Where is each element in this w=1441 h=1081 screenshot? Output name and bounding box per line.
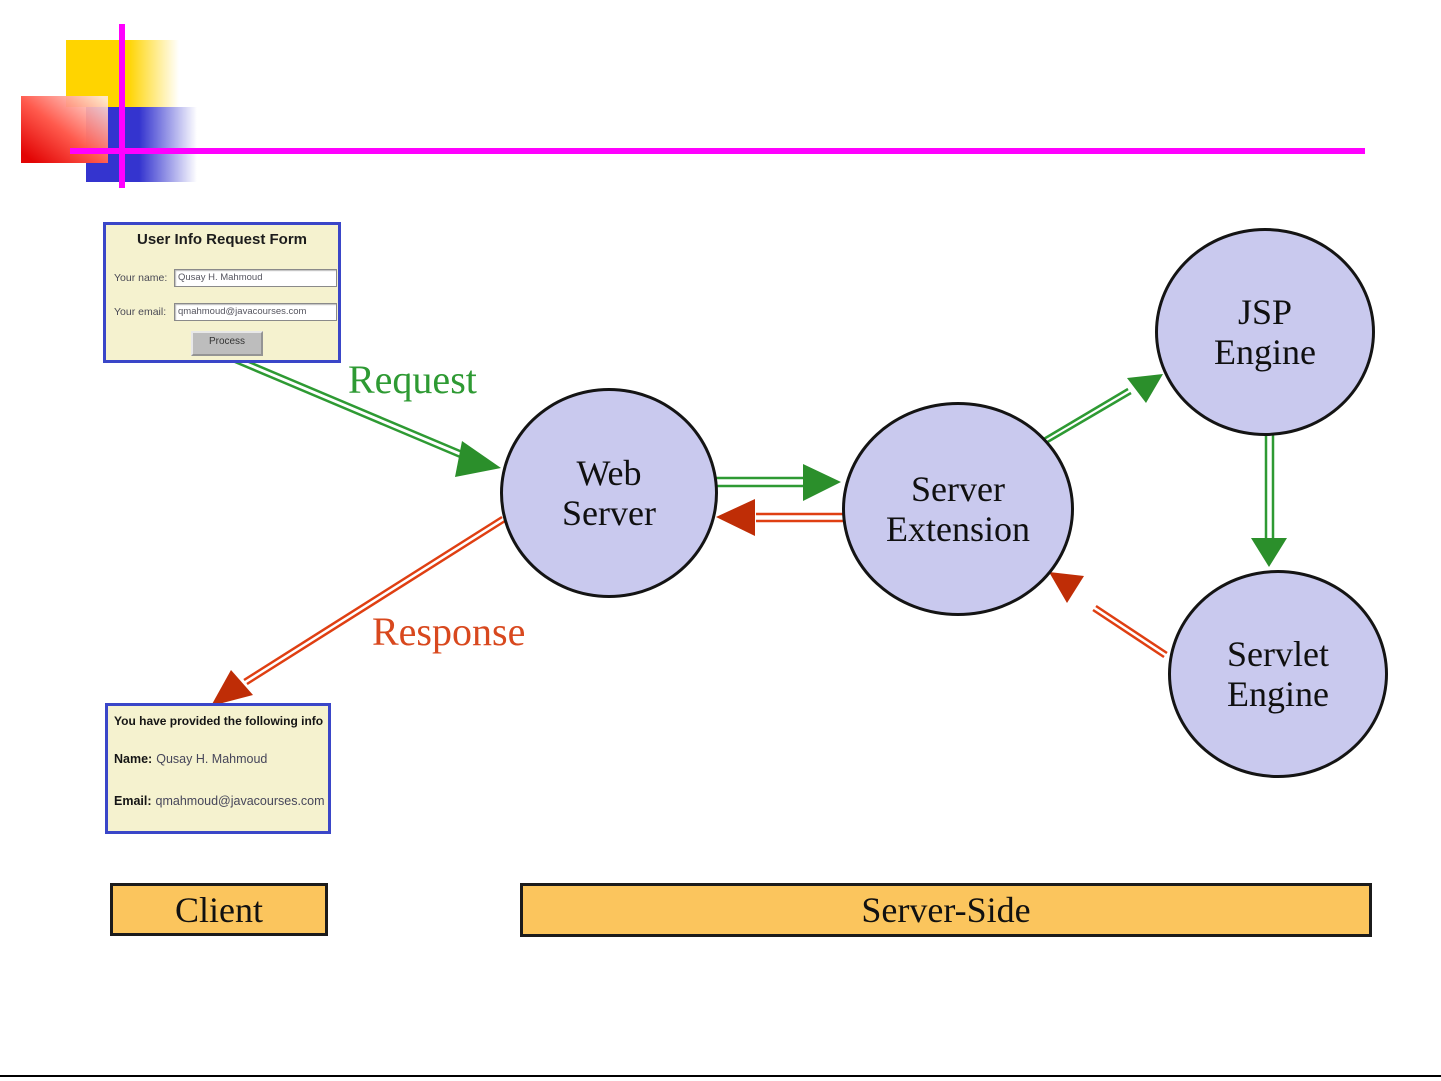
- form-title: User Info Request Form: [136, 231, 308, 248]
- node-jsp-engine-label: JSP Engine: [1214, 291, 1316, 372]
- extension-to-jsp-arrow-icon: [1036, 374, 1163, 449]
- response-name-value: Qusay H. Mahmoud: [156, 752, 268, 766]
- server-side-zone-label: Server-Side: [861, 890, 1031, 930]
- node-web-server-label: Web Server: [562, 452, 656, 533]
- response-email-value: qmahmoud@javacourses.com: [155, 794, 325, 808]
- name-field-label: Your name:: [114, 272, 168, 284]
- node-server-extension-label: Server Extension: [886, 468, 1030, 549]
- jsp-to-servlet-arrow-icon: [1251, 433, 1287, 567]
- response-email-row: Email:qmahmoud@javacourses.com: [114, 794, 325, 808]
- email-field-label: Your email:: [114, 306, 167, 318]
- response-email-label: Email:: [114, 794, 152, 808]
- client-zone-label: Client: [175, 889, 263, 930]
- email-field-input: qmahmoud@javacourses.com: [174, 303, 337, 321]
- node-jsp-engine: JSP Engine: [1155, 228, 1375, 436]
- webserver-to-extension-arrow-icon: [712, 464, 841, 501]
- bottom-divider-line: [0, 1075, 1441, 1077]
- request-label: Request: [348, 357, 477, 402]
- node-servlet-engine-label: Servlet Engine: [1227, 633, 1329, 714]
- response-name-label: Name:: [114, 752, 153, 766]
- response-page: You have provided the following info Nam…: [105, 703, 331, 834]
- decor-magenta-vertical-line: [119, 24, 125, 188]
- servlet-to-extension-arrow-icon: [1049, 572, 1168, 659]
- node-web-server: Web Server: [500, 388, 718, 598]
- response-arrow-icon: [211, 515, 506, 706]
- response-label: Response: [372, 609, 526, 654]
- node-server-extension: Server Extension: [842, 402, 1074, 616]
- node-servlet-engine: Servlet Engine: [1168, 570, 1388, 778]
- client-zone-bar: Client: [110, 883, 328, 936]
- extension-to-webserver-arrow-icon: [716, 499, 845, 536]
- user-info-request-form: User Info Request Form Your name: Qusay …: [103, 222, 341, 363]
- request-arrow-icon: [227, 352, 501, 477]
- process-button: Process: [191, 331, 263, 356]
- decor-magenta-horizontal-line: [70, 148, 1365, 154]
- response-name-row: Name:Qusay H. Mahmoud: [114, 752, 267, 766]
- server-side-zone-bar: Server-Side: [520, 883, 1372, 937]
- name-field-input: Qusay H. Mahmoud: [174, 269, 337, 287]
- response-heading: You have provided the following info: [114, 714, 324, 728]
